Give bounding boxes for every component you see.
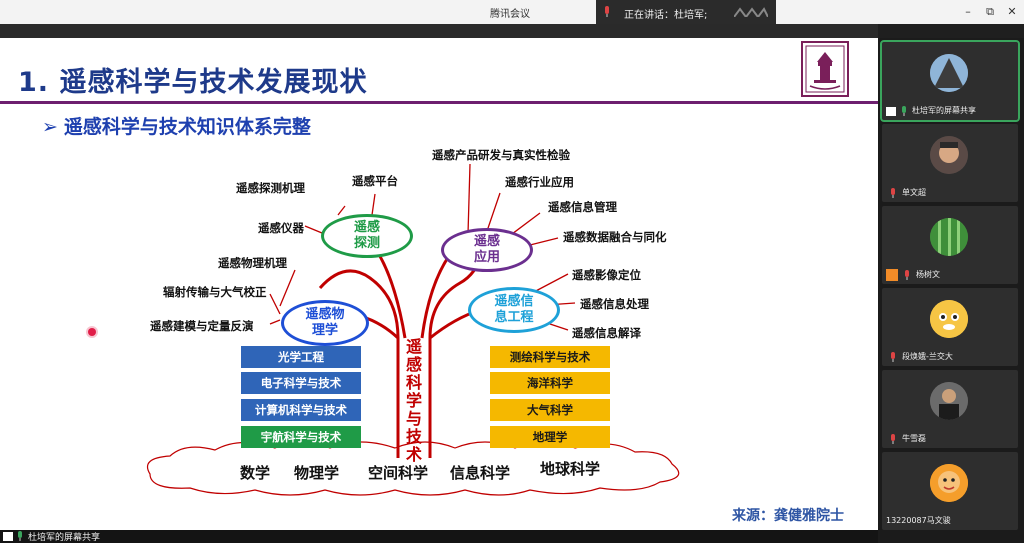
- info-eng-label: 遥感影像定位: [572, 268, 641, 282]
- tiger-cartoon-icon: [930, 300, 968, 338]
- participant-name: 杨树文: [916, 270, 940, 279]
- participant-tile[interactable]: 单文超: [882, 124, 1018, 202]
- participant-tile[interactable]: 13220087马文骏: [882, 452, 1018, 530]
- oval-info-eng-text: 遥感信息工程: [494, 294, 534, 325]
- laser-pointer-icon: [88, 328, 96, 336]
- discipline-box: 海洋科学: [490, 372, 610, 394]
- person-photo-icon: [930, 382, 968, 420]
- user-icon: [886, 269, 898, 281]
- application-label: 遥感产品研发与真实性检验: [432, 148, 570, 162]
- avatar: [930, 218, 968, 256]
- application-label: 遥感行业应用: [505, 175, 574, 189]
- detection-label: 遥感平台: [352, 174, 398, 188]
- foundation-label: 信息科学: [450, 464, 511, 482]
- participant-name: 单文超: [902, 188, 926, 197]
- physics-label: 遥感物理机理: [218, 256, 287, 270]
- building-photo-icon: [930, 54, 968, 92]
- title-rule: [0, 101, 878, 104]
- discipline-box: 计算机科学与技术: [241, 399, 361, 421]
- audio-wave-icon: [734, 7, 768, 17]
- subtitle-text: 遥感科学与技术知识体系完整: [63, 116, 311, 138]
- participants-panel: 杜培军的屏幕共享 单文超 杨树文: [878, 38, 1024, 543]
- mic-icon: [18, 531, 22, 541]
- cartoon-avatar-icon: [930, 464, 968, 502]
- discipline-box: 大气科学: [490, 399, 610, 421]
- oval-physics-text: 遥感物理学: [305, 307, 345, 338]
- participant-tile[interactable]: 杨树文: [882, 206, 1018, 284]
- physics-label: 遥感建模与定量反演: [150, 319, 254, 333]
- shared-slide: 1. 遥感科学与技术发展现状 ➢遥感科学与技术知识体系完整: [0, 38, 878, 530]
- oval-detection-text: 遥感探测: [353, 220, 380, 251]
- mic-icon: [891, 434, 895, 444]
- discipline-box: 光学工程: [241, 346, 361, 368]
- discipline-box: 测绘科学与技术: [490, 346, 610, 368]
- mic-icon: [902, 106, 906, 116]
- bullet-arrow-icon: ➢: [42, 116, 58, 138]
- info-eng-label: 遥感信息处理: [580, 297, 649, 311]
- foundation-label: 地球科学: [540, 460, 601, 478]
- participant-tile[interactable]: 段焕娥-兰交大: [882, 288, 1018, 366]
- participant-tile[interactable]: 牛雪磊: [882, 370, 1018, 448]
- discipline-box: 地理学: [490, 426, 610, 448]
- app-title: 腾讯会议: [490, 9, 530, 20]
- university-seal-logo: [801, 41, 849, 97]
- participant-name: 13220087马文骏: [886, 516, 951, 525]
- oval-info-eng: 遥感信息工程: [468, 287, 560, 333]
- screen-share-icon: [3, 532, 13, 541]
- avatar: [930, 136, 968, 174]
- detection-label: 遥感仪器: [258, 221, 304, 235]
- mic-icon: [891, 188, 895, 198]
- avatar: [930, 300, 968, 338]
- trunk-label: 遥感科学与技术: [405, 337, 422, 464]
- slide-top-band: [0, 24, 878, 38]
- physics-label: 辐射传输与大气校正: [163, 285, 267, 299]
- speaker-avatar-icon: [605, 6, 609, 17]
- screen-share-icon: [886, 107, 896, 116]
- participant-tile[interactable]: 杜培军的屏幕共享: [880, 40, 1020, 122]
- avatar: [930, 464, 968, 502]
- person-photo-icon: [930, 136, 968, 174]
- foundation-label: 数学: [240, 464, 271, 482]
- maximize-button[interactable]: ⧉: [986, 5, 994, 18]
- avatar: [930, 382, 968, 420]
- avatar: [930, 54, 968, 92]
- source-note: 来源：龚健雅院士: [732, 508, 844, 524]
- slide-title: 1. 遥感科学与技术发展现状: [18, 67, 368, 98]
- speaking-label: 正在讲话：杜培军;: [624, 10, 708, 21]
- foundation-label: 物理学: [294, 464, 340, 482]
- window-title-bar: 腾讯会议 正在讲话：杜培军; – ⧉ ✕: [0, 0, 1024, 24]
- oval-application: 遥感应用: [441, 228, 533, 272]
- participant-name: 段焕娥-兰交大: [902, 352, 953, 361]
- discipline-box: 电子科学与技术: [241, 372, 361, 394]
- slide-subtitle: ➢遥感科学与技术知识体系完整: [42, 112, 311, 139]
- foundation-label: 空间科学: [368, 464, 429, 482]
- share-status-label: 杜培军的屏幕共享: [28, 533, 101, 543]
- oval-application-text: 遥感应用: [473, 234, 500, 265]
- participant-name: 杜培军的屏幕共享: [912, 106, 976, 115]
- discipline-box: 宇航科学与技术: [241, 426, 361, 448]
- speaking-indicator: 正在讲话：杜培军;: [596, 0, 776, 24]
- bamboo-photo-icon: [930, 218, 968, 256]
- share-status-bar: 杜培军的屏幕共享: [0, 530, 878, 543]
- info-eng-label: 遥感信息解译: [572, 326, 641, 340]
- mic-icon: [891, 352, 895, 362]
- close-button[interactable]: ✕: [1007, 5, 1017, 18]
- application-label: 遥感信息管理: [548, 200, 617, 214]
- oval-detection: 遥感探测: [321, 214, 413, 258]
- participant-name: 牛雪磊: [902, 434, 926, 443]
- detection-label: 遥感探测机理: [236, 181, 305, 195]
- minimize-button[interactable]: –: [965, 5, 971, 18]
- mic-icon: [905, 270, 909, 280]
- knowledge-tree-graphic: [146, 163, 680, 496]
- application-label: 遥感数据融合与同化: [563, 230, 667, 244]
- oval-physics: 遥感物理学: [281, 300, 369, 346]
